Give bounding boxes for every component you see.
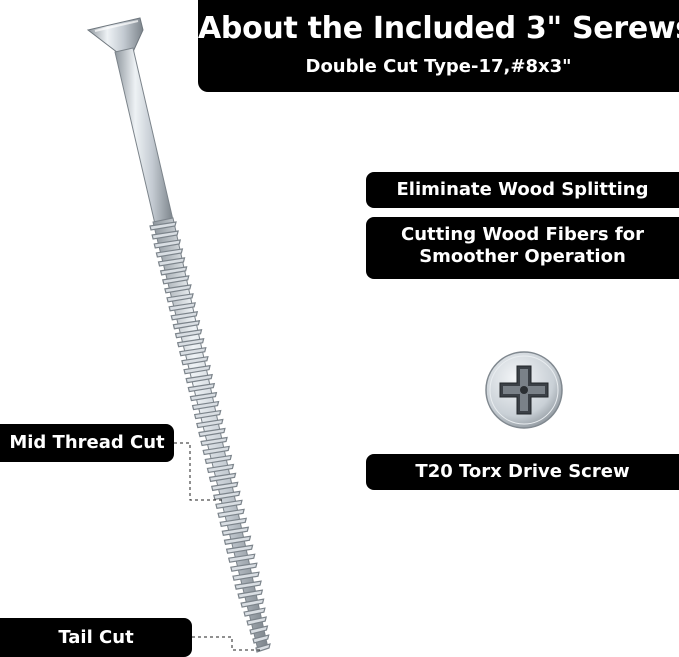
thread-ridge bbox=[200, 436, 228, 447]
feature-drive-type: T20 Torx Drive Screw bbox=[366, 454, 679, 490]
thread-ridge bbox=[234, 580, 262, 590]
thread-ridge bbox=[151, 230, 179, 240]
thread-ridge bbox=[249, 625, 269, 635]
thread-ridge bbox=[189, 391, 218, 402]
thread-ridge bbox=[225, 544, 254, 554]
thread-ridge bbox=[172, 320, 201, 330]
thread-ridge bbox=[243, 607, 266, 617]
thread-ridge bbox=[202, 445, 230, 456]
thread-ridge bbox=[210, 481, 239, 492]
feature-cutting-fibers: Cutting Wood Fibers for Smoother Operati… bbox=[366, 217, 679, 279]
thread-ridge bbox=[208, 472, 237, 483]
thread-ridge bbox=[181, 355, 209, 366]
thread-ridge bbox=[170, 311, 199, 321]
thread-ridge bbox=[252, 634, 270, 644]
thread-ridge bbox=[187, 382, 216, 393]
thread-ridge bbox=[223, 535, 252, 545]
thread-ridge bbox=[221, 526, 250, 536]
thread-ridge bbox=[206, 463, 235, 474]
thread-ridge bbox=[213, 490, 241, 501]
phillips-screw-head-icon bbox=[485, 351, 563, 429]
thread-ridge bbox=[174, 329, 203, 339]
page-title: About the Included 3" Serews bbox=[198, 11, 679, 46]
thread-ridge bbox=[237, 589, 264, 599]
thread-ridge bbox=[204, 454, 233, 465]
thread-ridge bbox=[157, 257, 186, 267]
thread-ridge bbox=[176, 337, 205, 348]
callout-tail-cut: Tail Cut bbox=[0, 618, 192, 657]
thread-ridge bbox=[183, 364, 211, 375]
thread-ridge bbox=[193, 409, 222, 420]
thread-ridge bbox=[246, 616, 267, 626]
header-banner: About the Included 3" Serews Double Cut … bbox=[198, 0, 679, 92]
thread-ridge bbox=[227, 553, 256, 563]
thread-ridge bbox=[196, 418, 224, 429]
thread-ridge bbox=[166, 293, 194, 303]
thread-ridge bbox=[168, 302, 196, 312]
thread-ridge bbox=[215, 499, 243, 510]
thread-ridge bbox=[232, 571, 260, 581]
feature-eliminate-splitting: Eliminate Wood Splitting bbox=[366, 172, 679, 208]
tail-leader bbox=[192, 636, 262, 651]
thread-ridge bbox=[153, 239, 182, 249]
thread-ridge bbox=[217, 508, 245, 519]
screw-icon bbox=[86, 17, 271, 653]
thread-ridge bbox=[198, 427, 226, 438]
thread-ridge bbox=[162, 275, 190, 285]
thread-ridge bbox=[191, 400, 220, 411]
mid-thread-leader bbox=[174, 442, 222, 501]
thread-ridge bbox=[230, 562, 258, 572]
thread-ridge bbox=[164, 284, 192, 294]
callout-mid-thread-cut: Mid Thread Cut bbox=[0, 424, 174, 462]
thread-ridge bbox=[179, 346, 207, 357]
thread-ridge bbox=[240, 598, 265, 608]
thread-ridge bbox=[149, 221, 177, 231]
thread-ridge bbox=[219, 517, 248, 527]
thread-ridge bbox=[185, 373, 213, 384]
thread-ridge bbox=[159, 266, 188, 276]
page-subtitle: Double Cut Type-17,#8x3" bbox=[305, 56, 572, 77]
thread-ridge bbox=[155, 248, 184, 258]
